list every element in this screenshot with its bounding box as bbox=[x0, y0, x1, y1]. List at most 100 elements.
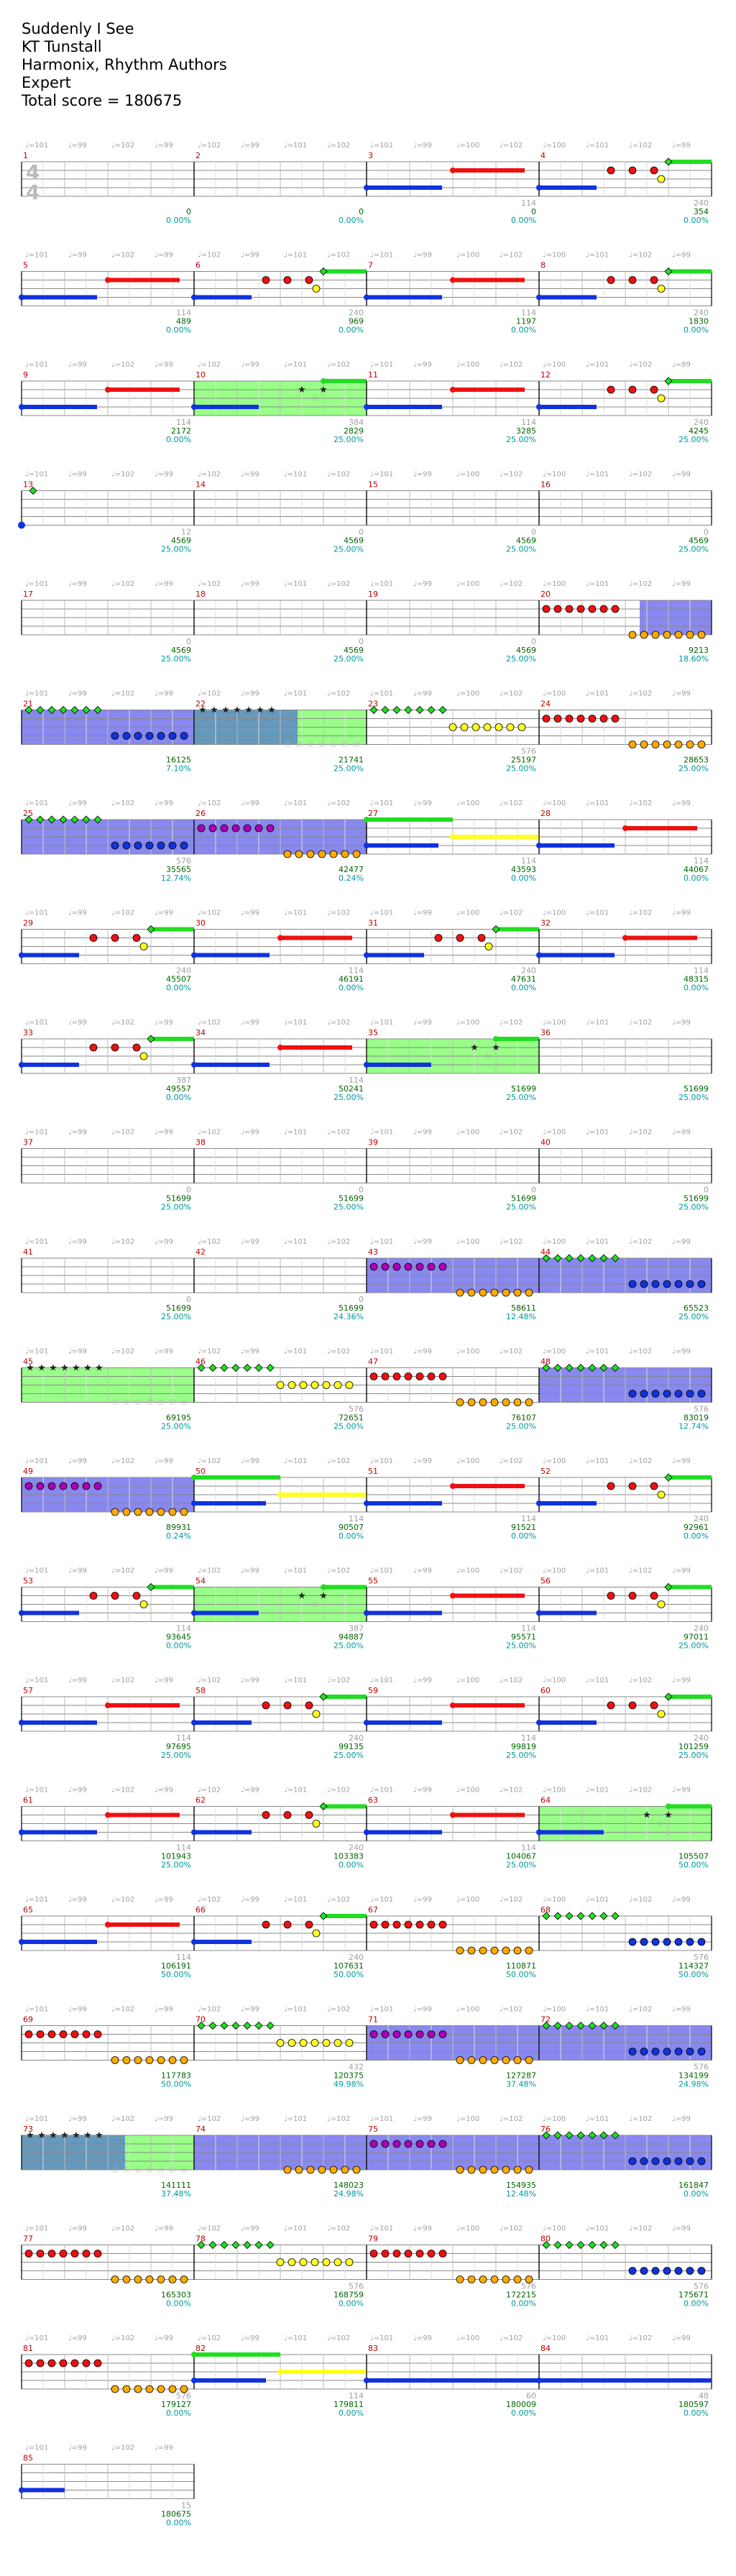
red-gem bbox=[628, 276, 637, 284]
star-outline: ☆ bbox=[310, 1600, 319, 1610]
tempo-marker: ♩=100 bbox=[456, 1896, 479, 1904]
tempo-marker: ♩=99 bbox=[413, 1896, 432, 1904]
tempo-marker: ♩=99 bbox=[68, 2006, 87, 2014]
green-gem bbox=[208, 2021, 217, 2030]
measure-number: 35 bbox=[368, 1028, 378, 1037]
tempo-marker: ♩=101 bbox=[586, 471, 609, 479]
tempo-marker: ♩=102 bbox=[198, 1896, 221, 1904]
measure-number: 7 bbox=[368, 261, 373, 270]
orange-gem bbox=[502, 1398, 510, 1406]
orange-gem bbox=[640, 631, 648, 639]
measure-score: 141111 bbox=[161, 2181, 191, 2190]
orange-gem bbox=[157, 2385, 165, 2393]
tempo-marker: ♩=99 bbox=[672, 1348, 691, 1356]
red-sustain-head bbox=[450, 277, 456, 283]
tempo-marker: ♩=99 bbox=[413, 361, 432, 369]
tempo-marker: ♩=101 bbox=[586, 1348, 609, 1356]
tempo-marker: ♩=102 bbox=[629, 1457, 652, 1465]
measure-score: 51699 bbox=[339, 1194, 364, 1204]
red-gem bbox=[132, 934, 141, 942]
overdrive-percent: 0.00% bbox=[166, 326, 191, 335]
tempo-marker: ♩=102 bbox=[629, 580, 652, 588]
red-sustain bbox=[453, 388, 525, 392]
purple-gem bbox=[415, 2140, 424, 2148]
overdrive-percent: 24.98% bbox=[678, 2080, 709, 2089]
tempo-marker: ♩=99 bbox=[68, 1019, 87, 1027]
blue-gem bbox=[628, 1280, 637, 1288]
note-count: 240 bbox=[176, 966, 191, 976]
tempo-marker: ♩=100 bbox=[543, 1457, 566, 1465]
blue-gem bbox=[663, 2267, 671, 2275]
tempo-marker: ♩=102 bbox=[111, 1348, 134, 1356]
tempo-marker: ♩=101 bbox=[25, 1348, 48, 1356]
tempo-marker: ♩=99 bbox=[672, 2225, 691, 2233]
tempo-marker: ♩=99 bbox=[68, 252, 87, 260]
measure-score: 2172 bbox=[171, 426, 191, 436]
star-filled: ★ bbox=[60, 1363, 69, 1374]
overdrive-percent: 50.00% bbox=[334, 1970, 364, 1979]
tempo-marker: ♩=100 bbox=[543, 142, 566, 150]
overdrive-percent: 50.00% bbox=[506, 1970, 536, 1979]
red-gem bbox=[611, 715, 620, 723]
tempo-marker: ♩=99 bbox=[68, 1348, 87, 1356]
measure-number: 81 bbox=[23, 2344, 33, 2353]
red-gem bbox=[607, 166, 615, 175]
measure-score: 1830 bbox=[689, 317, 709, 326]
tempo-marker: ♩=99 bbox=[68, 142, 87, 150]
red-gem bbox=[59, 2250, 68, 2258]
green-gem bbox=[93, 815, 102, 824]
tempo-marker: ♩=102 bbox=[629, 799, 652, 807]
tempo-marker: ♩=101 bbox=[586, 580, 609, 588]
tempo-marker: ♩=101 bbox=[586, 2334, 609, 2342]
overdrive-percent: 0.00% bbox=[339, 984, 364, 993]
measure-number: 26 bbox=[196, 809, 206, 818]
blue-sustain-head bbox=[536, 404, 542, 410]
measure-score: 46191 bbox=[339, 975, 364, 984]
overdrive-percent: 50.00% bbox=[678, 1861, 709, 1870]
measure-number: 70 bbox=[196, 2015, 206, 2025]
measure-score: 101259 bbox=[678, 1742, 709, 1751]
purple-gem bbox=[208, 824, 217, 833]
measure-number: 65 bbox=[23, 1905, 33, 1915]
tempo-marker: ♩=101 bbox=[370, 471, 393, 479]
measure-score: 51699 bbox=[339, 1303, 364, 1313]
note-count: 114 bbox=[176, 1624, 191, 1633]
measure-score: 4569 bbox=[516, 536, 536, 546]
measure-number: 82 bbox=[196, 2344, 206, 2353]
blue-gem bbox=[157, 732, 165, 740]
green-sustain bbox=[151, 1037, 194, 1041]
orange-gem bbox=[122, 2275, 131, 2283]
yellow-gem bbox=[657, 1490, 666, 1499]
blue-sustain-head bbox=[536, 2378, 542, 2383]
tempo-marker: ♩=101 bbox=[370, 142, 393, 150]
tempo-marker: ♩=101 bbox=[284, 1348, 307, 1356]
measure-score: 103383 bbox=[334, 1852, 364, 1861]
green-gem bbox=[664, 377, 673, 385]
measure-number: 10 bbox=[196, 370, 206, 380]
orange-gem bbox=[663, 741, 671, 748]
tempo-marker: ♩=99 bbox=[672, 142, 691, 150]
tempo-marker: ♩=99 bbox=[672, 2334, 691, 2342]
measure-score: 76107 bbox=[511, 1413, 536, 1423]
measure-number: 16 bbox=[540, 480, 551, 490]
blue-sustain bbox=[539, 185, 597, 190]
star-outline: ☆ bbox=[295, 740, 303, 751]
purple-gem bbox=[369, 1262, 378, 1271]
note-count: 114 bbox=[521, 198, 536, 208]
tempo-marker: ♩=102 bbox=[629, 1129, 652, 1137]
yellow-gem bbox=[310, 2039, 319, 2047]
note-count: 0 bbox=[531, 637, 536, 646]
tempo-marker: ♩=102 bbox=[111, 252, 134, 260]
green-sustain bbox=[668, 1695, 712, 1699]
orange-gem bbox=[513, 2165, 522, 2174]
blue-sustain bbox=[194, 2378, 266, 2383]
purple-gem bbox=[438, 1262, 447, 1271]
orange-gem bbox=[111, 2275, 119, 2283]
tempo-marker: ♩=100 bbox=[543, 361, 566, 369]
measure-score: 28653 bbox=[684, 756, 709, 765]
blue-gem bbox=[640, 2267, 648, 2275]
